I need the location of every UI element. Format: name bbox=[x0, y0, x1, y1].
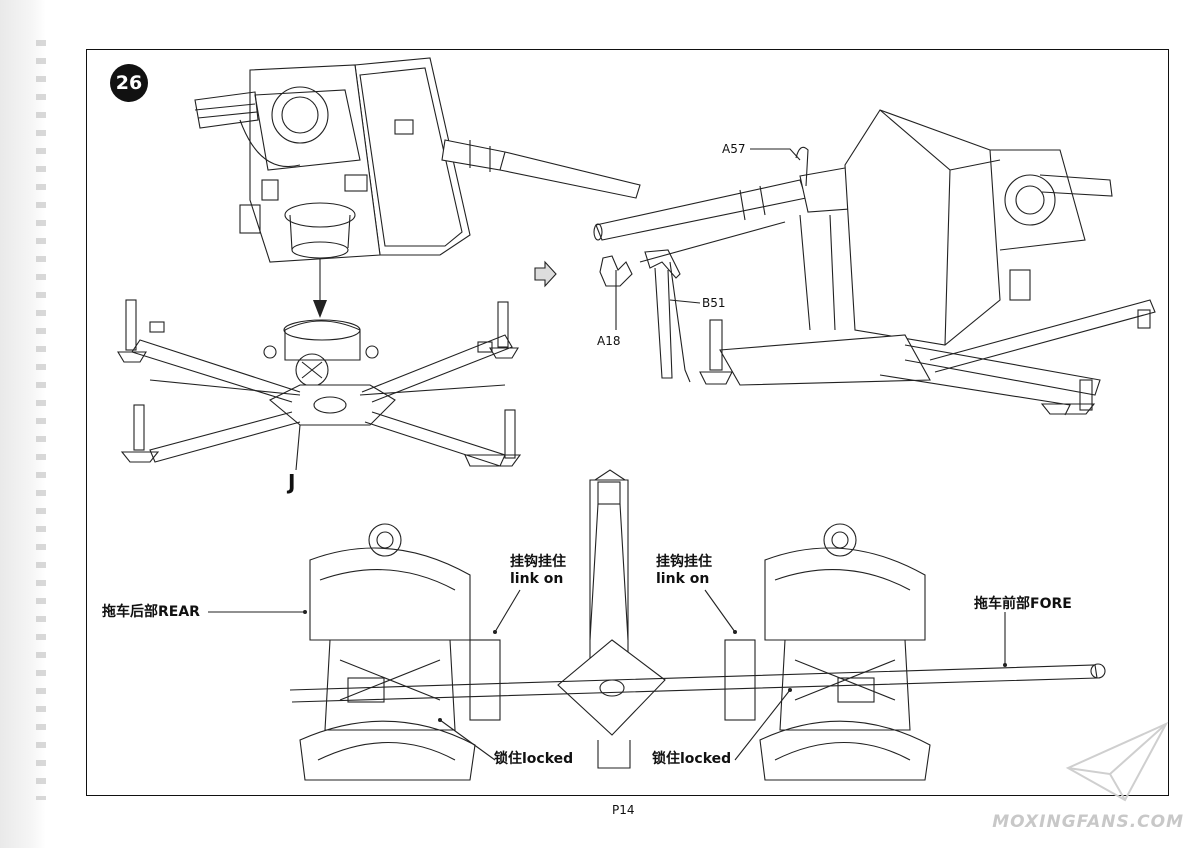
callout-link-on-right-en: link on bbox=[656, 571, 710, 587]
trailer-top-view-drawing bbox=[208, 469, 1106, 781]
callout-link-on-left: 挂钩挂住 link on bbox=[510, 554, 566, 588]
instruction-frame bbox=[86, 49, 1169, 796]
assembled-gun-drawing bbox=[593, 109, 1156, 416]
callout-link-on-left-cn: 挂钩挂住 bbox=[510, 554, 566, 570]
part-label-a57: A57 bbox=[722, 142, 746, 156]
binder-holes bbox=[36, 40, 46, 800]
callout-link-on-left-en: link on bbox=[510, 571, 564, 587]
step-number-badge: 26 bbox=[110, 64, 148, 102]
part-label-b51: B51 bbox=[702, 296, 726, 310]
page-number: P14 bbox=[612, 803, 635, 817]
callout-link-on-right: 挂钩挂住 link on bbox=[656, 554, 712, 588]
paper-plane-logo bbox=[1065, 721, 1169, 802]
watermark-text: MOXINGFANS.COM bbox=[992, 812, 1184, 832]
part-label-a18: A18 bbox=[597, 334, 621, 348]
right-arrow-icon bbox=[534, 260, 557, 288]
callout-link-on-right-cn: 挂钩挂住 bbox=[656, 554, 712, 570]
callout-locked-right: 锁住locked bbox=[652, 751, 732, 767]
upper-mount-drawing bbox=[194, 57, 641, 305]
callout-rear: 拖车后部REAR bbox=[102, 604, 200, 620]
cruciform-platform-drawing bbox=[117, 299, 522, 471]
subassembly-label-j: J bbox=[288, 470, 296, 494]
callout-locked-left: 锁住locked bbox=[494, 751, 574, 767]
callout-fore: 拖车前部FORE bbox=[974, 596, 1072, 612]
